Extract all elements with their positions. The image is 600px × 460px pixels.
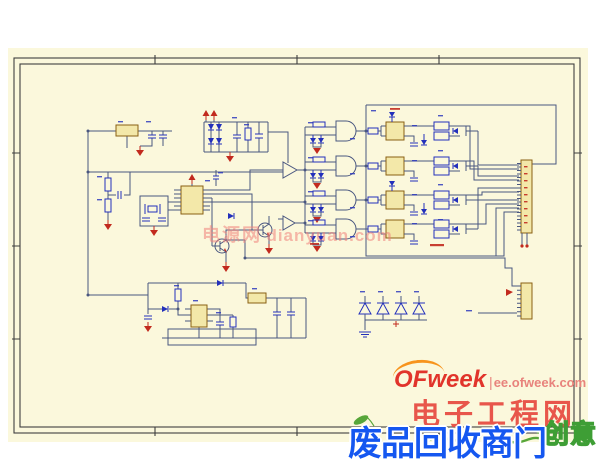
watermark-ofweek: OFweek|ee.ofweek.com <box>391 357 587 394</box>
pwm-controller-ic <box>174 170 235 220</box>
sheet-border <box>12 55 582 436</box>
watermark-dianyuan-cn: 电源网 <box>202 225 262 245</box>
watermark-ee-banner: 电子工程网 <box>411 399 577 431</box>
ofweek-site-url: ee.ofweek.com <box>493 375 587 390</box>
watermark-green-stamp: 创意 <box>542 418 598 449</box>
watermark-recycle-banner: 废品回收商门 <box>348 425 547 460</box>
ref-designator-marks <box>97 108 472 314</box>
green-squiggle <box>429 431 543 444</box>
psu-section <box>86 279 307 346</box>
green-decoration <box>353 415 548 444</box>
watermark-dianyuan: 电源网 dianyuan.com <box>202 221 393 247</box>
gate-opto-driver-array <box>304 105 479 253</box>
leaf-icon-small <box>536 426 548 434</box>
leaf-icon <box>353 415 375 427</box>
watermark-dianyuan-en: dianyuan.com <box>266 226 393 245</box>
connector-1 <box>517 159 533 248</box>
tvs-array <box>358 295 427 338</box>
connector-2 <box>226 239 533 320</box>
ofweek-divider: | <box>489 374 493 390</box>
schematic-sheet <box>8 48 588 442</box>
input-regulator-section <box>86 124 172 157</box>
driver-transistor-stage <box>210 161 307 273</box>
snubber-diode-network <box>202 109 289 163</box>
ofweek-brand: OFweek <box>394 366 487 393</box>
output-harness-wiring <box>365 104 557 257</box>
